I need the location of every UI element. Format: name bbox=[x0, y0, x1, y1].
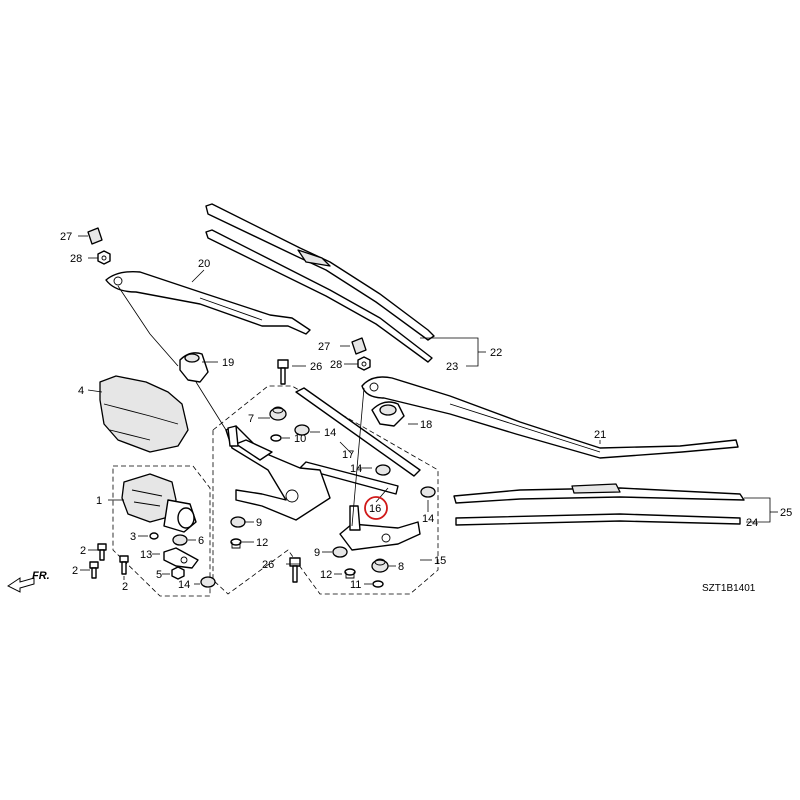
callout-2-b: 2 bbox=[72, 565, 78, 577]
wiper-blade-driver[interactable] bbox=[453, 483, 745, 504]
wiper-blade-rubber-driver[interactable] bbox=[455, 513, 741, 526]
arm-nut-driver[interactable] bbox=[357, 356, 371, 371]
callout-14-right: 14 bbox=[422, 513, 434, 525]
pivot-cover-driver[interactable] bbox=[371, 401, 405, 427]
callout-20: 20 bbox=[198, 258, 210, 270]
wiper-blade-passenger[interactable] bbox=[205, 203, 435, 341]
arm-nut-passenger[interactable] bbox=[97, 250, 111, 265]
callout-27-right: 27 bbox=[318, 341, 330, 353]
bolt-2-c[interactable] bbox=[119, 555, 129, 575]
collar-11[interactable] bbox=[372, 580, 384, 588]
front-indicator-label: FR. bbox=[32, 570, 50, 582]
bushing-14-rod[interactable] bbox=[375, 464, 391, 476]
callout-28: 28 bbox=[70, 253, 82, 265]
callout-21: 21 bbox=[594, 429, 606, 441]
callout-14-motor: 14 bbox=[178, 579, 190, 591]
callout-3: 3 bbox=[130, 531, 136, 543]
callout-28-right: 28 bbox=[330, 359, 342, 371]
collar-12-left[interactable] bbox=[230, 538, 242, 549]
callout-25: 25 bbox=[780, 507, 792, 519]
wiper-blade-rubber-passenger[interactable] bbox=[205, 229, 433, 363]
bushing-14-upper[interactable] bbox=[294, 424, 310, 436]
highlight-ring bbox=[364, 496, 388, 520]
pivot-cover[interactable] bbox=[179, 352, 209, 383]
callout-27: 27 bbox=[60, 231, 72, 243]
wiper-arm-driver[interactable] bbox=[361, 376, 739, 459]
wiper-linkage[interactable] bbox=[225, 387, 421, 551]
rubber-9-right[interactable] bbox=[332, 546, 348, 558]
motor-group-boundary bbox=[112, 465, 211, 597]
bushing-14-motor[interactable] bbox=[200, 576, 216, 588]
callout-12-left: 12 bbox=[256, 537, 268, 549]
callout-13: 13 bbox=[140, 549, 152, 561]
wiper-arm-passenger[interactable] bbox=[105, 270, 311, 335]
callout-26-upper: 26 bbox=[310, 361, 322, 373]
bolt-26-upper[interactable] bbox=[277, 359, 289, 385]
callout-7: 7 bbox=[248, 413, 254, 425]
motor-crank-arm-13[interactable] bbox=[163, 547, 199, 569]
callout-15: 15 bbox=[434, 555, 446, 567]
motor-collar-3[interactable] bbox=[149, 532, 159, 540]
rubber-9-left[interactable] bbox=[230, 516, 246, 528]
diagram-code: SZT1B1401 bbox=[702, 583, 756, 594]
grommet-8[interactable] bbox=[371, 558, 389, 573]
wiper-motor[interactable] bbox=[121, 473, 197, 533]
callout-12-right: 12 bbox=[320, 569, 332, 581]
arm-cap-passenger[interactable] bbox=[87, 227, 103, 245]
bolt-2-a[interactable] bbox=[97, 543, 107, 561]
leader-lines bbox=[78, 235, 778, 585]
callout-labels: 27 28 20 19 4 1 26 7 10 14 17 14 18 16 1… bbox=[60, 231, 792, 593]
motor-grommet-6[interactable] bbox=[172, 534, 188, 546]
motor-nut-5[interactable] bbox=[171, 566, 185, 580]
callout-10: 10 bbox=[294, 433, 306, 445]
callout-5: 5 bbox=[156, 569, 162, 581]
cowl-cover[interactable] bbox=[99, 375, 189, 453]
callout-11: 11 bbox=[350, 579, 361, 591]
bolt-2-b[interactable] bbox=[89, 561, 99, 579]
callout-1: 1 bbox=[96, 495, 102, 507]
arm-cap-driver[interactable] bbox=[351, 337, 367, 355]
callout-8: 8 bbox=[398, 561, 404, 573]
callout-6: 6 bbox=[198, 535, 204, 547]
callout-9-right: 9 bbox=[314, 547, 320, 559]
callout-14-rod: 14 bbox=[350, 463, 362, 475]
callout-2-a: 2 bbox=[80, 545, 86, 557]
callout-19: 19 bbox=[222, 357, 234, 369]
linkage-group-boundary bbox=[212, 385, 439, 595]
grommet-7[interactable] bbox=[269, 406, 287, 421]
callout-16[interactable]: 16 bbox=[369, 503, 381, 515]
callout-14-upper: 14 bbox=[324, 427, 336, 439]
callout-22: 22 bbox=[490, 347, 502, 359]
callout-23: 23 bbox=[446, 361, 458, 373]
collar-10[interactable] bbox=[270, 434, 282, 442]
callout-17: 17 bbox=[342, 449, 354, 461]
callout-26-lower: 26 bbox=[262, 559, 274, 571]
front-arrow-icon bbox=[7, 577, 35, 593]
callout-9-left: 9 bbox=[256, 517, 262, 529]
callout-4: 4 bbox=[78, 385, 84, 397]
callout-24: 24 bbox=[746, 517, 758, 529]
bushing-14-right[interactable] bbox=[420, 486, 436, 498]
callout-18: 18 bbox=[420, 419, 432, 431]
bolt-26-lower[interactable] bbox=[289, 557, 301, 583]
collar-12-right[interactable] bbox=[344, 568, 356, 579]
callout-2-c: 2 bbox=[122, 581, 128, 593]
